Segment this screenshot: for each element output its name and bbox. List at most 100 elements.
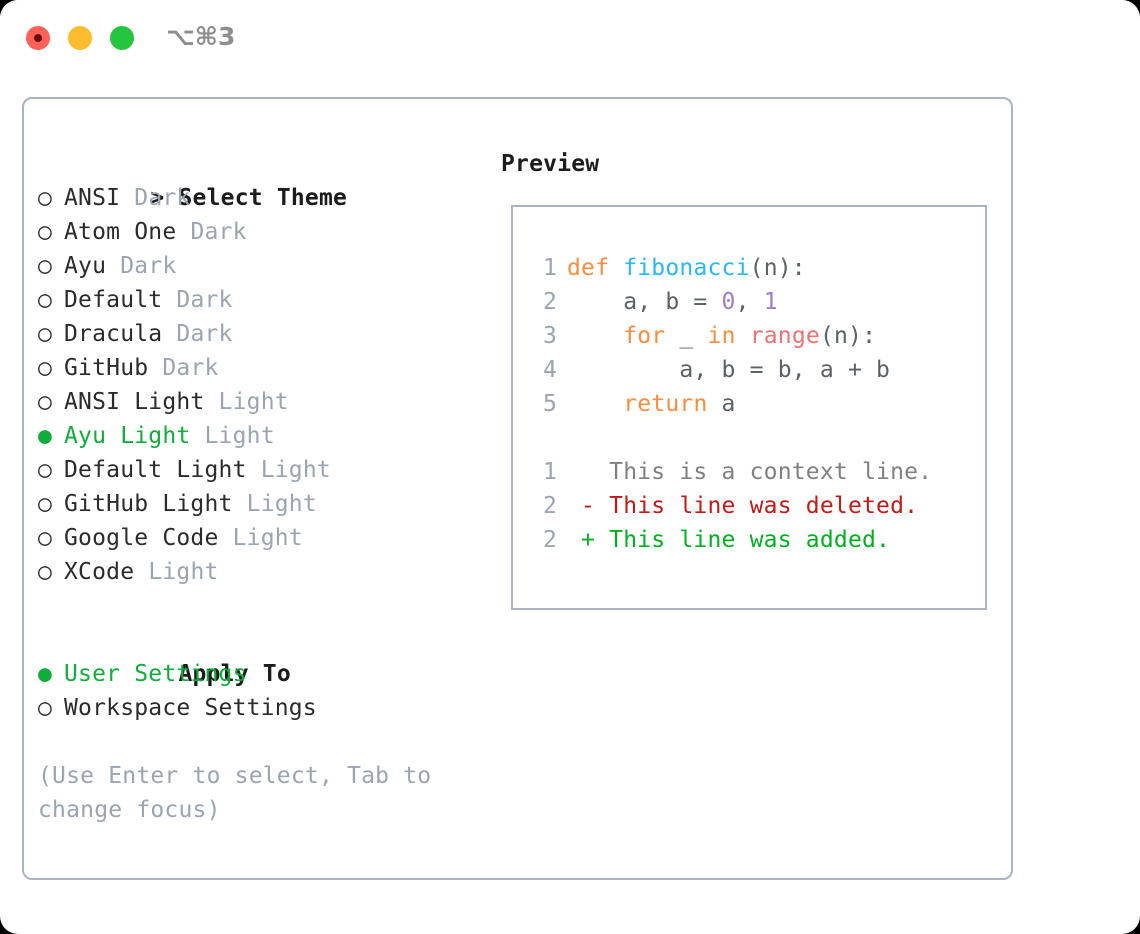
theme-option-ansi[interactable]: ○ ANSI Dark [38,181,478,215]
code-line [525,421,932,455]
theme-option-variant: Dark [120,253,177,279]
radio-unselected-icon: ○ [38,219,67,245]
code-token: 1 [763,289,778,315]
radio-selected-icon: ● [38,423,67,449]
theme-option-ayu[interactable]: ○ Ayu Dark [38,249,478,283]
minimize-button[interactable] [68,26,92,50]
select-theme-header: > Select Theme [38,147,478,211]
theme-option-variant: Light [232,525,303,551]
code-line: 1 def fibonacci(n): [525,251,932,285]
theme-option-label: GitHub Light [64,491,233,517]
code-token: a, b = b, a + b [567,357,891,383]
theme-option-label: Ayu [64,253,107,279]
preview-title: Preview [501,151,600,177]
line-number: 2 [542,527,557,553]
code-token [567,323,623,349]
code-token: range [749,323,820,349]
theme-option-default-light[interactable]: ○ Default Light Light [38,453,478,487]
radio-unselected-icon: ○ [38,185,67,211]
theme-option-dracula[interactable]: ○ Dracula Dark [38,317,478,351]
code-line: 2 a, b = 0, 1 [525,285,932,319]
code-token: a, b = [567,289,722,315]
apply-option-label: User Settings [64,661,247,687]
theme-option-variant: Light [246,491,317,517]
code-token: def [567,255,624,281]
left-column: > Select Theme ○ ANSI Dark○ Atom One Dar… [38,147,478,827]
apply-option-user-settings[interactable]: ● User Settings [38,657,478,691]
theme-option-label: ANSI Light [64,389,205,415]
apply-to-header: Apply To [38,623,478,687]
code-line: 3 for _ in range(n): [525,319,932,353]
theme-option-label: Default [64,287,163,313]
code-line: 2 - This line was deleted. [525,489,932,523]
theme-option-ansi-light[interactable]: ○ ANSI Light Light [38,385,478,419]
theme-option-variant: Dark [190,219,247,245]
code-token: fibonacci [623,255,750,281]
code-token: (n): [749,255,806,281]
radio-unselected-icon: ○ [38,287,67,313]
theme-option-variant: Light [148,559,219,585]
theme-option-ayu-light[interactable]: ● Ayu Light Light [38,419,478,453]
code-line: 5 return a [525,387,932,421]
theme-option-variant: Light [260,457,331,483]
theme-option-atom-one[interactable]: ○ Atom One Dark [38,215,478,249]
close-button[interactable] [26,26,50,50]
theme-option-github[interactable]: ○ GitHub Dark [38,351,478,385]
theme-option-google-code[interactable]: ○ Google Code Light [38,521,478,555]
theme-option-label: Default Light [64,457,247,483]
code-token: - This line was deleted. [567,493,919,519]
code-line: 1 This is a context line. [525,455,932,489]
theme-option-github-light[interactable]: ○ GitHub Light Light [38,487,478,521]
theme-option-variant: Dark [162,355,219,381]
section-spacer [38,589,478,623]
code-token: This is a context line. [567,459,933,485]
theme-option-variant: Dark [134,185,191,211]
radio-unselected-icon: ○ [38,355,67,381]
code-token: a [707,391,736,417]
code-token [567,391,623,417]
keyboard-hint-text: (Use Enter to select, Tab to change focu… [38,763,446,823]
maximize-button[interactable] [110,26,134,50]
code-token: in [707,323,736,349]
radio-unselected-icon: ○ [38,457,67,483]
traffic-lights [26,26,134,50]
keyboard-shortcut-label: ⌥⌘3 [166,22,236,51]
radio-selected-icon: ● [38,661,67,687]
code-line: 4 a, b = b, a + b [525,353,932,387]
theme-picker-panel: > Select Theme ○ ANSI Dark○ Atom One Dar… [22,97,1013,880]
theme-option-label: Dracula [64,321,163,347]
theme-option-xcode[interactable]: ○ XCode Light [38,555,478,589]
code-line: 2 + This line was added. [525,523,932,557]
code-token: , [735,289,764,315]
line-number: 1 [542,459,557,485]
theme-option-variant: Light [218,389,289,415]
line-number: 1 [542,255,557,281]
apply-to-list[interactable]: ● User Settings○ Workspace Settings [38,657,478,725]
theme-option-variant: Light [204,423,275,449]
theme-option-label: XCode [64,559,135,585]
select-theme-title: Select Theme [178,185,348,211]
theme-option-default[interactable]: ○ Default Dark [38,283,478,317]
hint-spacer [38,725,478,759]
apply-option-workspace-settings[interactable]: ○ Workspace Settings [38,691,478,725]
code-token: (n): [819,323,877,349]
apply-to-title: Apply To [178,661,291,687]
theme-option-label: GitHub [64,355,149,381]
theme-option-label: Atom One [64,219,177,245]
apply-option-label: Workspace Settings [64,695,317,721]
code-token [736,323,750,349]
theme-option-variant: Dark [176,287,233,313]
radio-unselected-icon: ○ [38,559,67,585]
code-token: for [623,323,666,349]
theme-option-variant: Dark [176,321,233,347]
focus-caret-icon: > [150,185,179,211]
radio-unselected-icon: ○ [38,321,67,347]
radio-unselected-icon: ○ [38,389,67,415]
code-token: 0 [721,289,736,315]
theme-list[interactable]: ○ ANSI Dark○ Atom One Dark○ Ayu Dark○ De… [38,181,478,589]
line-number: 2 [542,289,557,315]
